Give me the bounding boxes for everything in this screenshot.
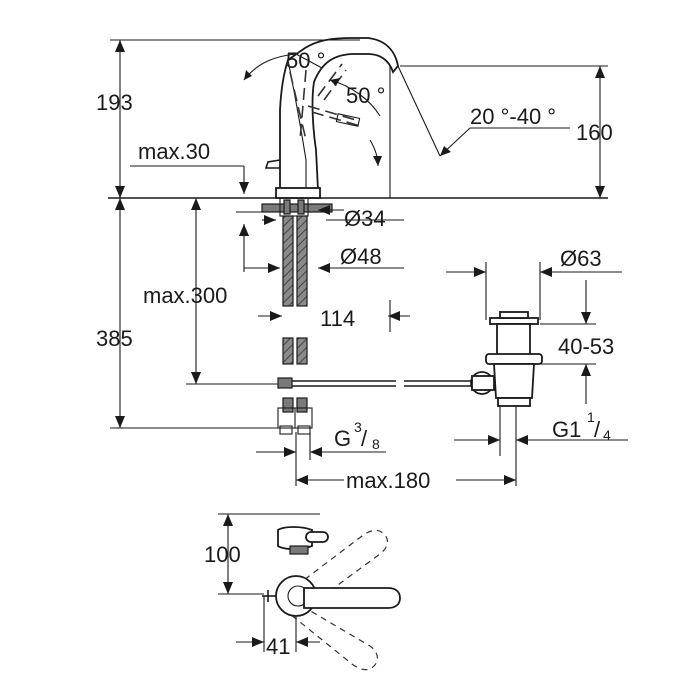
label-d63: Ø63 [560, 246, 602, 271]
label-d48: Ø48 [340, 244, 382, 269]
faucet-body [279, 37, 399, 191]
label-max180: max.180 [346, 468, 430, 493]
drain-plug-top [499, 311, 529, 319]
handle-swivel-ghost-1 [289, 71, 307, 141]
spout-tilt-ref [397, 65, 441, 157]
handle-swivel-ghost-2 [299, 69, 307, 141]
label-g1-num: 1 [587, 409, 595, 425]
label-d34: Ø34 [344, 206, 386, 231]
label-114: 114 [320, 306, 355, 331]
label-385: 385 [96, 326, 133, 351]
label-g38-num: 3 [354, 419, 362, 435]
label-spout-tilt: 20 °-40 ° [470, 104, 556, 129]
label-41: 41 [266, 634, 290, 659]
label-100: 100 [204, 542, 241, 567]
faucet-base-collar [275, 187, 321, 199]
top-lever-dark [289, 545, 309, 555]
hose-left-middle [282, 337, 294, 365]
pull-rod-clamp [277, 377, 293, 389]
diameter-dims: Ø34 Ø48 114 [244, 205, 410, 332]
handle-swivel-ghost-4 [311, 111, 361, 127]
bottom-dimensions: G 3 / 8 max.180 [256, 419, 516, 494]
label-max30: max.30 [138, 139, 210, 164]
mounting-flange [261, 203, 333, 213]
label-160: 160 [576, 120, 613, 145]
faucet-body-contour [287, 59, 307, 190]
handle-swivel-ghost-3 [307, 105, 357, 121]
hose-right-upper [296, 215, 308, 307]
label-g1-slash: / [594, 417, 601, 442]
label-g38-main: G [334, 426, 351, 451]
label-g1-main: G1 [552, 417, 581, 442]
connector-nut-left [279, 425, 293, 435]
left-dimensions: 193 max.30 385 max.300 [96, 39, 360, 429]
handle-ghost-cap [335, 113, 361, 127]
side-view: 50 ° 50 ° 20 °-40 ° [108, 37, 608, 199]
top-handle [303, 587, 401, 609]
drain-tailpiece [497, 397, 531, 407]
label-angle-upper: 50 ° [286, 48, 325, 73]
drain-body [496, 323, 531, 357]
top-ghost-handle-2 [289, 605, 379, 671]
pop-up-lever [264, 159, 281, 169]
hose-right-middle [296, 337, 308, 365]
drain-nut [485, 353, 543, 365]
swivel-arc-upper-leader [295, 53, 323, 69]
label-g38-den: 8 [372, 436, 380, 452]
connector-nut-right [297, 425, 311, 435]
right-dimensions: 160 [400, 65, 613, 198]
label-g38-slash: / [361, 426, 368, 451]
top-lever-small [305, 531, 329, 543]
label-max300: max.300 [143, 283, 227, 308]
top-spout [277, 526, 313, 550]
top-ghost-handle-1 [295, 529, 389, 605]
hose-left-upper [282, 215, 294, 307]
label-angle-lower: 50 ° [346, 83, 385, 108]
label-193: 193 [96, 90, 133, 115]
top-view: 100 41 [204, 513, 401, 671]
label-40-53: 40-53 [558, 334, 614, 359]
fixing-stud-right [297, 199, 305, 215]
fixing-stud-left [283, 199, 291, 215]
supply-hoses [261, 197, 472, 435]
label-g1-den: 4 [603, 427, 611, 443]
drain-lower-body [493, 363, 535, 399]
waste-assembly: Ø63 40-53 G1 1 / 4 [446, 246, 628, 486]
